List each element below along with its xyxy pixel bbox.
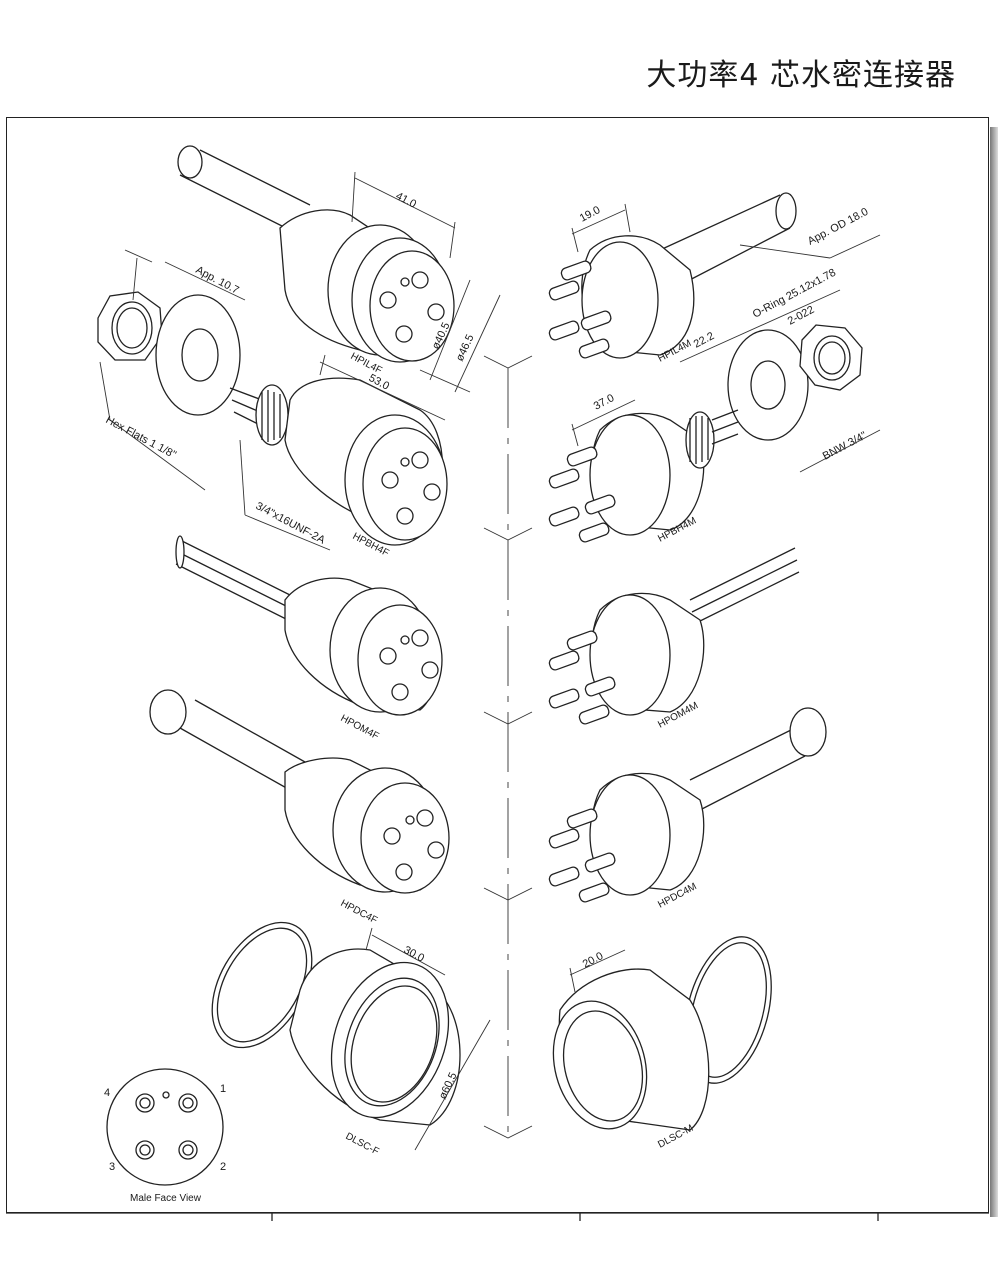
hpbh4f-connector <box>229 354 448 551</box>
pin-1: 1 <box>220 1083 226 1095</box>
dim-37: 37.0 <box>592 392 617 413</box>
dlscf-coupling <box>211 921 491 1151</box>
dim-hex-flats: Hex Flats 1 1/8" <box>104 414 178 461</box>
pin-4: 4 <box>104 1087 110 1099</box>
dim-app-od: App. OD 18.0 <box>806 206 870 248</box>
hex-nut-left <box>97 249 246 491</box>
label-hpom4f: HPOM4F <box>339 713 381 742</box>
hex-nut-right <box>727 324 881 473</box>
hpil4f-connector <box>177 145 455 363</box>
hpom4f-connector <box>175 535 443 716</box>
dim-20: 20.0 <box>581 950 606 971</box>
pin-2: 2 <box>220 1161 226 1173</box>
face-view-labels: 1 2 3 4 Male Face View <box>104 1083 226 1204</box>
dlscm-coupling <box>552 936 772 1131</box>
hpdc4f-connector <box>149 689 450 894</box>
hpom4m-connector <box>548 547 800 725</box>
hpil4m-connector <box>548 192 881 363</box>
label-dlscf: DLSC-F <box>344 1131 381 1158</box>
page-title: 大功率4 芯水密连接器 <box>646 58 956 93</box>
male-face-view <box>106 1068 224 1186</box>
hpil4f-dimensions <box>351 171 501 393</box>
sheet-shadow <box>990 127 998 1217</box>
face-view-caption: Male Face View <box>130 1193 202 1204</box>
center-divider <box>483 355 533 1139</box>
hpdc4m-connector <box>548 707 827 903</box>
dim-30: 30.0 <box>402 944 427 965</box>
hpbh4m-connector <box>548 399 739 543</box>
dim-bnw: BNW 3/4" <box>821 430 869 463</box>
dim-app-10-7: App. 10.7 <box>194 264 241 297</box>
dim-46-5: ø46.5 <box>454 333 477 364</box>
pin-3: 3 <box>109 1161 115 1173</box>
frame-ticks <box>6 1212 989 1221</box>
label-hpdc4f: HPDC4F <box>339 898 379 926</box>
